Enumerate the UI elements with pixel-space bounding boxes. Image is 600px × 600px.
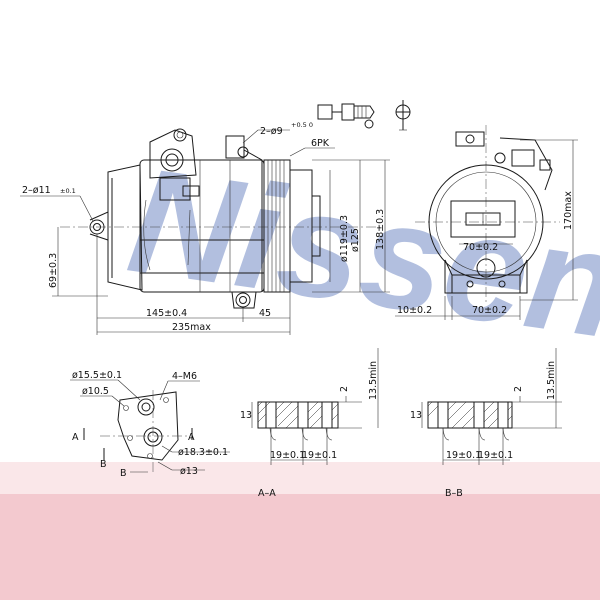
dim-ear-hole-tol: ±0.1 bbox=[60, 187, 76, 195]
dim-pulley-119: ø119±0.3 bbox=[339, 215, 350, 262]
aa-caption: A–A bbox=[258, 488, 276, 499]
dim-m6: 4–M6 bbox=[172, 371, 197, 382]
bb-height-13-5: 13.5min bbox=[546, 361, 557, 400]
section-mark-a-left: A bbox=[72, 432, 79, 443]
dim-pulley-125: ø125 bbox=[350, 228, 361, 252]
bb-height-13: 13 bbox=[410, 410, 422, 421]
dim-height-138: 138±0.3 bbox=[375, 209, 386, 250]
bb-caption: B–B bbox=[445, 488, 463, 499]
aa-width-19a: 19±0.1 bbox=[270, 450, 305, 461]
dim-length-235: 235max bbox=[172, 322, 211, 333]
end-view-dimensions: 70±0.2 170max 10±0.2 70±0.2 bbox=[395, 139, 578, 320]
compressor-side-view bbox=[60, 128, 380, 309]
aa-height-13: 13 bbox=[240, 410, 252, 421]
dim-width-70b: 70±0.2 bbox=[472, 305, 507, 316]
bb-width-19b: 19±0.1 bbox=[478, 450, 513, 461]
section-a-a: 13 2 13.5min 19±0.1 19±0.1 A–A bbox=[240, 348, 379, 499]
dim-13: ø13 bbox=[180, 466, 198, 477]
dim-height-69: 69±0.3 bbox=[48, 253, 59, 288]
section-mark-b-bottom: B bbox=[120, 468, 127, 479]
section-mark-b-left: B bbox=[100, 459, 107, 470]
dim-18-3: ø18.3±0.1 bbox=[178, 447, 228, 458]
compressor-end-view bbox=[415, 125, 560, 305]
aa-height-2: 2 bbox=[339, 386, 350, 392]
dim-10-5: ø10.5 bbox=[82, 386, 109, 397]
aa-width-19b: 19±0.1 bbox=[302, 450, 337, 461]
dim-length-45: 45 bbox=[259, 308, 271, 319]
port-flange-detail: ø15.5±0.1 ø10.5 4–M6 ø18.3±0.1 ø13 A A B… bbox=[70, 370, 230, 479]
dim-width-10: 10±0.2 bbox=[397, 305, 432, 316]
dim-belt: 6PK bbox=[311, 138, 330, 149]
aa-height-13-5: 13.5min bbox=[368, 361, 379, 400]
dim-width-70a: 70±0.2 bbox=[463, 242, 498, 253]
bb-width-19a: 19±0.1 bbox=[446, 450, 481, 461]
dim-ear-hole: 2–ø11 bbox=[22, 185, 51, 196]
connector-icons bbox=[317, 100, 411, 131]
bb-height-2: 2 bbox=[513, 386, 524, 392]
section-mark-a-right: A bbox=[188, 432, 195, 443]
dim-height-170: 170max bbox=[563, 191, 574, 230]
dim-15-5: ø15.5±0.1 bbox=[72, 370, 122, 381]
side-view-dimensions: 2–ø9 +0.5 0 6PK 2–ø11 ±0.1 69±0.3 ø119±0… bbox=[20, 121, 390, 335]
section-b-b: 13 2 13.5min 19±0.1 19±0.1 B–B bbox=[410, 348, 562, 499]
dim-length-145: 145±0.4 bbox=[146, 308, 187, 319]
dim-fitting-bolt-tol: +0.5 0 bbox=[291, 121, 313, 129]
dim-fitting-bolt: 2–ø9 bbox=[260, 126, 283, 137]
